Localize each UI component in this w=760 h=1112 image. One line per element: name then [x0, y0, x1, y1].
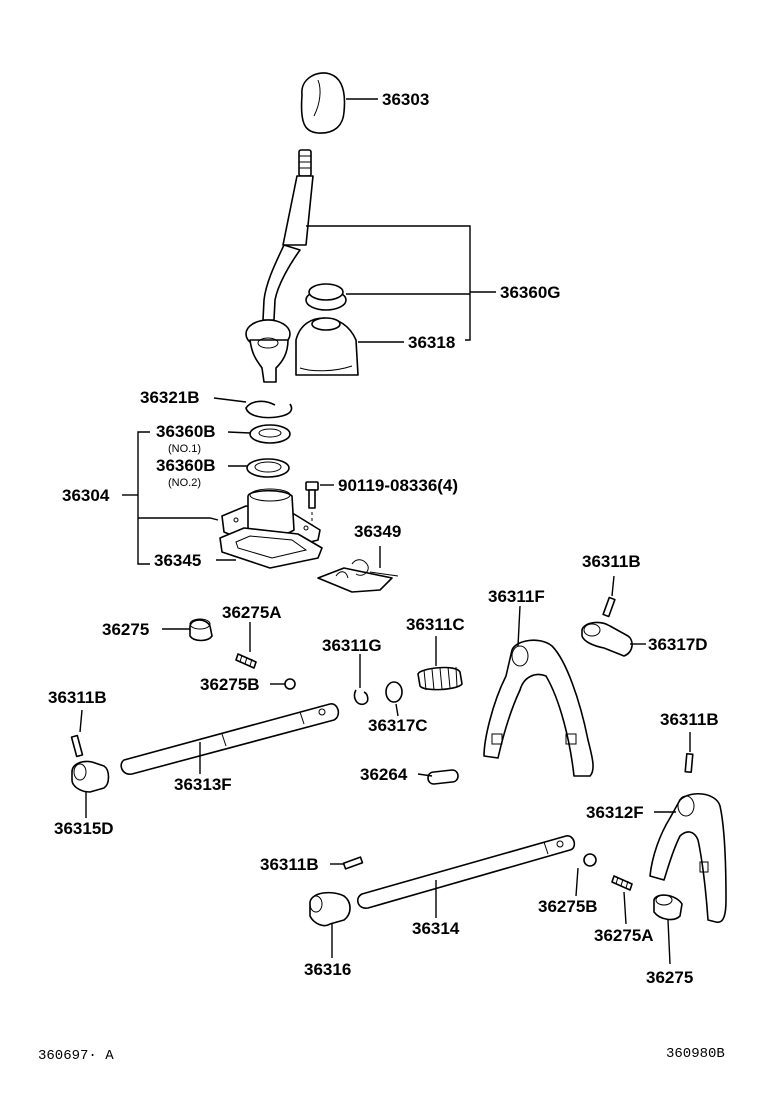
plug-36275-top	[189, 618, 213, 642]
ball-36275B-top	[284, 678, 296, 690]
ball-36275B-bottom	[583, 853, 597, 867]
lever-boot	[295, 317, 359, 376]
boot-seat	[305, 283, 347, 311]
label-no2: (NO.2)	[168, 477, 201, 489]
label-36345: 36345	[154, 551, 201, 570]
shaft-36313F	[120, 703, 340, 775]
shift-fork-36312F	[649, 793, 727, 924]
pin-top-right	[602, 596, 616, 618]
label-36311F: 36311F	[488, 587, 545, 606]
snap-ring	[245, 400, 293, 419]
label-36275A-top: 36275A	[222, 603, 282, 622]
footer-right: 360980B	[666, 1046, 725, 1062]
label-36349: 36349	[354, 522, 401, 541]
label-36311G: 36311G	[322, 636, 382, 655]
label-36317C: 36317C	[368, 716, 428, 735]
label-36303: 36303	[382, 90, 429, 109]
retainer-no2	[246, 458, 290, 478]
label-36275B-top: 36275B	[200, 675, 260, 694]
label-36275-top: 36275	[102, 620, 149, 639]
label-36311B-b: 36311B	[48, 688, 107, 707]
label-36275-bottom: 36275	[646, 968, 693, 987]
label-36316: 36316	[304, 960, 351, 979]
label-no1: (NO.1)	[168, 443, 201, 455]
gasket	[219, 527, 323, 569]
spring-36275A-bottom	[611, 875, 633, 891]
label-36311B-a: 36311B	[582, 552, 641, 571]
shift-knob	[300, 72, 346, 134]
label-36304: 36304	[62, 486, 110, 505]
shift-fork-36311F	[483, 639, 594, 777]
pin-right	[684, 752, 694, 774]
clip-36311G	[353, 689, 369, 706]
spring-plate	[317, 559, 399, 593]
label-36312F: 36312F	[586, 803, 644, 822]
label-36317D: 36317D	[648, 635, 708, 654]
label-36314: 36314	[412, 919, 460, 938]
label-36311B-c: 36311B	[260, 855, 319, 874]
label-36321B: 36321B	[140, 388, 200, 407]
label-36360B-no2: 36360B	[156, 456, 216, 475]
footer-left: 360697· A	[38, 1048, 114, 1064]
spring-36311C	[417, 666, 463, 691]
shift-head-36316	[309, 891, 351, 927]
label-36360G: 36360G	[500, 283, 561, 302]
label-36275B-bottom: 36275B	[538, 897, 598, 916]
shift-head-36317D	[581, 621, 633, 657]
pin-left	[70, 734, 84, 758]
plug-36275-bottom	[653, 894, 683, 921]
label-36315D: 36315D	[54, 819, 114, 838]
washer-36317C	[385, 681, 403, 703]
label-36318: 36318	[408, 333, 455, 352]
pin-bottom	[342, 856, 364, 870]
label-bolt: 90119-08336(4)	[338, 476, 458, 495]
label-36264: 36264	[360, 765, 408, 784]
shift-lever	[245, 149, 314, 383]
label-36313F: 36313F	[174, 775, 232, 794]
label-36311C: 36311C	[406, 615, 465, 634]
label-36275A-bottom: 36275A	[594, 926, 654, 945]
pin-36264	[427, 769, 459, 785]
shaft-36314	[356, 835, 576, 909]
shift-head-36315D	[71, 760, 110, 793]
spring-36275A-top	[235, 653, 257, 669]
retainer-no1	[249, 424, 291, 444]
label-36311B-d: 36311B	[660, 710, 719, 729]
label-36360B-no1: 36360B	[156, 422, 216, 441]
